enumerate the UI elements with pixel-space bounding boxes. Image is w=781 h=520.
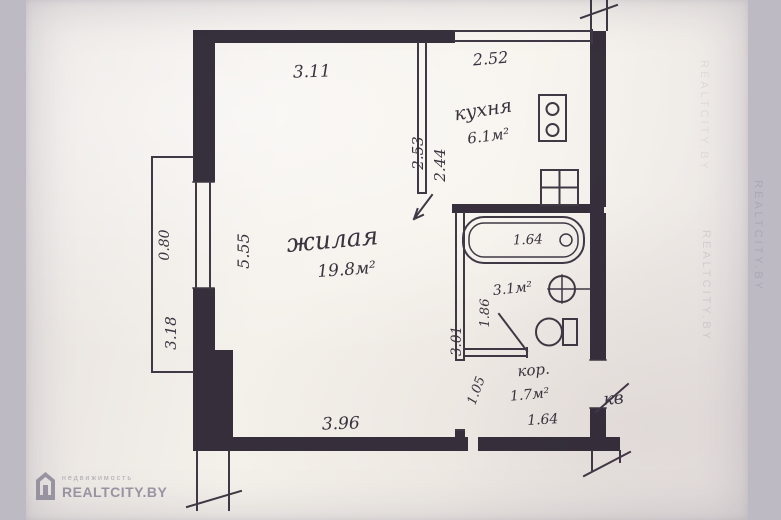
paper-sheet [26,0,748,520]
dim-balcony-width: 0.80 [157,229,173,260]
room-living-area: 19.8м² [317,258,377,282]
house-icon [36,472,55,500]
dim-kitchen-top: 2.52 [471,48,509,70]
dim-living-side: 5.55 [234,233,253,269]
wall-bottom-left [228,437,468,451]
dim-bath-width: 1.64 [513,231,544,248]
partition-living-kitchen [417,42,427,194]
wall-bottom-right [478,437,620,451]
room-corridor-name: кор. [517,360,551,381]
bathtub-inner [468,222,579,258]
wall-right-mid [590,213,606,360]
wall-left-mid [193,288,215,350]
entrance-label: кв [603,388,625,410]
room-corridor-area: 1.7м² [509,385,550,404]
bathroom-door-leaf [497,312,529,353]
brand-watermark: недвижимость REALTCITY.BY [36,472,167,500]
balcony-window [195,181,211,289]
room-bathroom-area: 3.1м² [492,279,533,299]
side-watermark: REALTCITY.BY [700,230,712,343]
dim-bath-side: 1.86 [478,299,493,328]
stove-burner-icon [545,123,560,137]
wall-right-upper [590,31,606,207]
dim-living-top: 3.11 [293,61,332,82]
fixtures [462,94,591,347]
brand-tagline: недвижимость [62,475,133,482]
wall-right-lower [590,408,606,451]
kitchen-door-arrow [412,193,434,221]
wall-left-upper [193,30,215,182]
dim-kitchen-side-a: 2.53 [409,136,427,170]
washbasin-cross [547,274,591,304]
wall-stub-top-right [579,0,619,31]
partitions-and-openings [151,0,632,511]
dim-living-bottom: 3.96 [322,413,361,434]
dim-balcony-length: 3.18 [162,316,180,349]
kitchen-sink-icon [540,169,579,206]
balcony-outline [151,156,194,373]
partition-living-bath [455,212,465,431]
walls [193,30,620,451]
room-living-name: жилая [285,221,379,258]
wall-left-pillar [193,350,233,451]
wall-top-living [193,30,455,43]
partition-bath-corridor [464,347,528,358]
bathtub-icon [462,216,585,264]
dim-hall-side: 3.01 [449,326,465,356]
side-watermark: REALTCITY.BY [752,180,764,293]
wall-kitchen-bath [452,204,604,213]
toilet-bowl-icon [535,317,563,347]
room-kitchen-name: кухня [453,95,514,126]
stove-icon [538,94,567,142]
entrance-door-leaf [594,382,630,414]
brand-name: REALTCITY.BY [62,484,168,500]
wall-stub-bottom-left [185,450,243,511]
dim-hall-door: 1.05 [465,375,489,407]
entrance-jambs [589,359,607,409]
balcony-window-jambs [192,181,215,289]
room-kitchen-area: 6.1м² [466,125,510,148]
stove-burner-icon [545,102,560,116]
side-watermark: REALTCITY.BY [698,60,710,173]
kitchen-window [454,29,593,44]
brand-text: недвижимость REALTCITY.BY [62,475,167,500]
dim-kitchen-side-b: 2.44 [431,148,449,182]
toilet-tank-icon [562,318,578,346]
bathtub-drain-icon [559,233,573,247]
dim-corridor-width: 1.64 [527,411,559,429]
wall-corridor-stub [455,430,465,439]
wall-break-bottom-right [582,450,632,478]
